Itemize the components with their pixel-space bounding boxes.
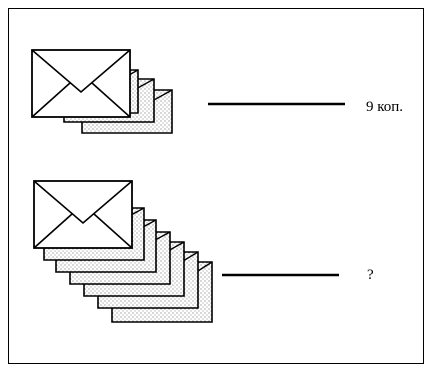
envelope-front (31, 49, 131, 118)
price-label-known: 9 коп. (366, 99, 404, 115)
envelope-stack-2 (33, 180, 213, 323)
price-label-unknown: ? (367, 267, 374, 283)
envelope-stack-1 (31, 49, 173, 134)
envelope-front (33, 180, 133, 249)
